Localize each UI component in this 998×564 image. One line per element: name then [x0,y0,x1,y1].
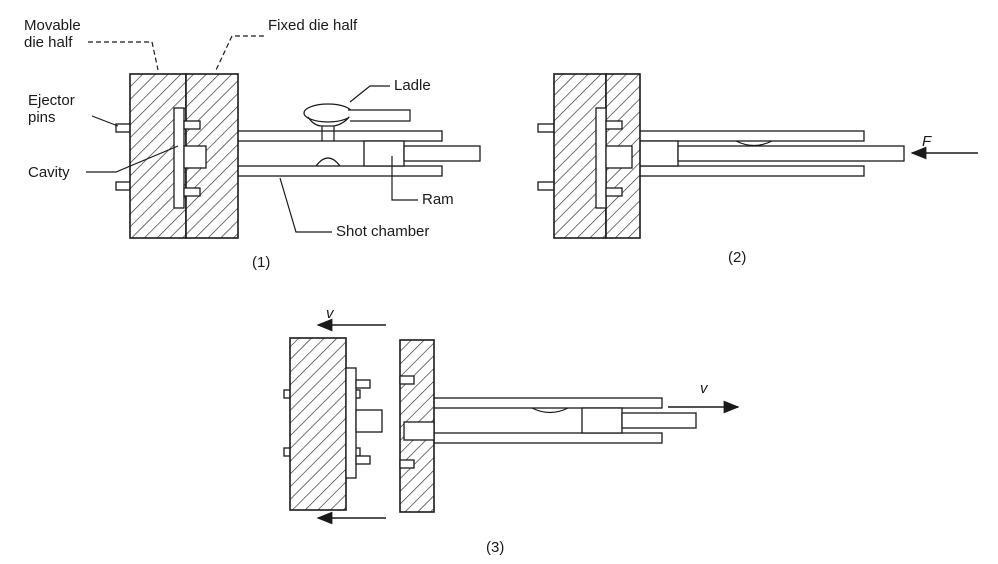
leader-cavity [86,145,179,173]
ram-2 [631,140,905,167]
stage-1: Movable die half Fixed die half Ladle Ej… [24,17,481,271]
leader-shot-chamber [279,177,332,233]
stage-3: v v (3) [283,305,740,556]
fixed-die-cavity-3 [399,375,435,469]
label-ladle: Ladle [394,77,431,94]
label-velocity-ram: v [700,380,709,397]
step-label-3: (3) [486,539,504,556]
step-label-2: (2) [728,249,746,266]
ram [363,140,481,167]
cavity-1 [173,107,207,209]
ladle [303,103,411,167]
label-shot-chamber: Shot chamber [336,223,429,240]
ram-3 [581,407,697,434]
label-ram: Ram [422,191,454,208]
label-force: F [922,133,932,150]
leader-fixed [215,35,264,71]
ejected-casting [345,367,383,479]
stage-2: F (2) [537,73,978,266]
leader-ejector [91,115,119,127]
label-ejector-line1: Ejector [28,92,75,109]
label-fixed-die-half: Fixed die half [268,17,358,34]
label-velocity-top: v [326,305,335,322]
label-movable-line1: Movable [24,17,81,34]
label-ejector-pins: Ejector pins [28,92,79,126]
label-movable-line2: die half [24,34,73,51]
leader-movable [88,41,159,71]
movable-die-half-3 [289,337,347,511]
leader-ladle [349,85,390,103]
leader-ram [391,156,418,201]
label-ejector-line2: pins [28,109,56,126]
step-label-1: (1) [252,254,270,271]
label-movable-die-half: Movable die half [24,17,85,51]
label-cavity: Cavity [28,164,70,181]
cavity-2 [595,107,633,209]
